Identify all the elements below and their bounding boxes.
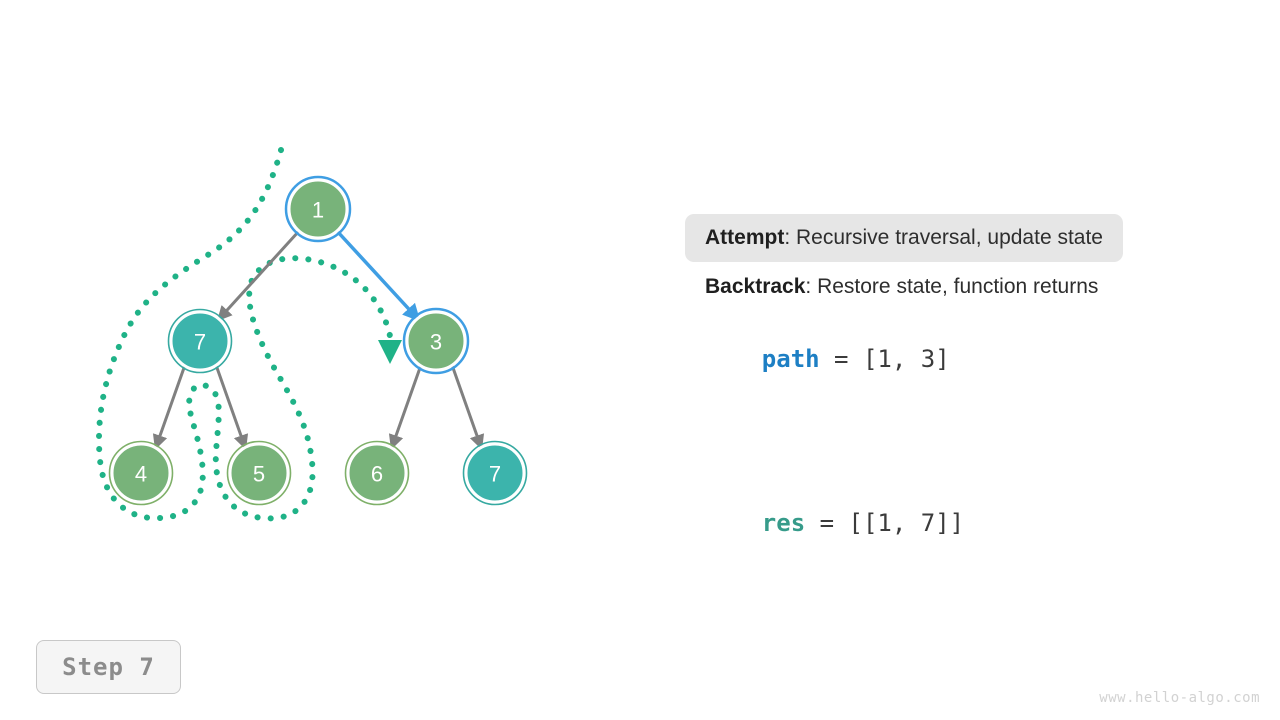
path-variable-value: = [1, 3]: [819, 345, 950, 373]
recursion-trail: [95, 147, 402, 522]
node-circle: [405, 310, 467, 372]
tree-node-3[interactable]: 3: [402, 307, 470, 375]
node-circle: [287, 178, 349, 240]
tree-node-1[interactable]: 1: [284, 175, 352, 243]
edge-3-7: [450, 364, 485, 450]
tree-node-5[interactable]: 5: [226, 440, 292, 506]
node-circle: [169, 310, 231, 372]
attempt-callout: Attempt: Recursive traversal, update sta…: [685, 214, 1123, 262]
backtrack-label: Backtrack: [705, 275, 806, 298]
attempt-label: Attempt: [705, 226, 785, 249]
tree-diagram-panel: 1 7 3 4 5 6 7: [95, 147, 528, 522]
node-circle: [228, 442, 290, 504]
res-variable-name: res: [761, 509, 806, 537]
node-circle: [346, 442, 408, 504]
res-variable-value: = [[1, 7]]: [805, 509, 965, 537]
step-badge: Step 7: [36, 640, 181, 694]
node-outer-ring: [167, 308, 233, 374]
info-panel: Attempt: Recursive traversal, update sta…: [685, 214, 1205, 565]
attempt-text: : Recursive traversal, update state: [784, 226, 1103, 249]
node-outer-ring: [462, 440, 528, 506]
backtrack-callout: Backtrack: Restore state, function retur…: [685, 262, 1205, 297]
path-variable-name: path: [761, 345, 820, 373]
edge-1-3-highlighted: [335, 229, 421, 322]
node-circle: [110, 442, 172, 504]
node-outer-ring: [344, 440, 410, 506]
edge-7-4: [152, 364, 187, 450]
tree-node-6[interactable]: 6: [344, 440, 410, 506]
node-outer-ring: [108, 440, 174, 506]
edge-1-7: [216, 229, 301, 322]
node-highlight-ring: [402, 307, 470, 375]
path-variable-row: path = [1, 3]: [685, 317, 1205, 401]
edge-7-5: [214, 364, 249, 450]
backtrack-text: : Restore state, function returns: [805, 275, 1099, 298]
tree-svg: 1 7 3 4 5 6 7: [95, 147, 528, 522]
node-outer-ring: [226, 440, 292, 506]
tree-node-7-left[interactable]: 7: [167, 308, 233, 374]
tree-edges: [152, 229, 485, 450]
node-circle: [464, 442, 526, 504]
node-highlight-ring: [284, 175, 352, 243]
trail-arrow-triangle: [378, 340, 402, 364]
tree-node-4[interactable]: 4: [108, 440, 174, 506]
res-variable-row: res = [[1, 7]]: [685, 481, 1205, 565]
edge-3-6: [388, 364, 423, 450]
watermark: www.hello-algo.com: [1099, 690, 1260, 706]
tree-node-7-right[interactable]: 7: [462, 440, 528, 506]
